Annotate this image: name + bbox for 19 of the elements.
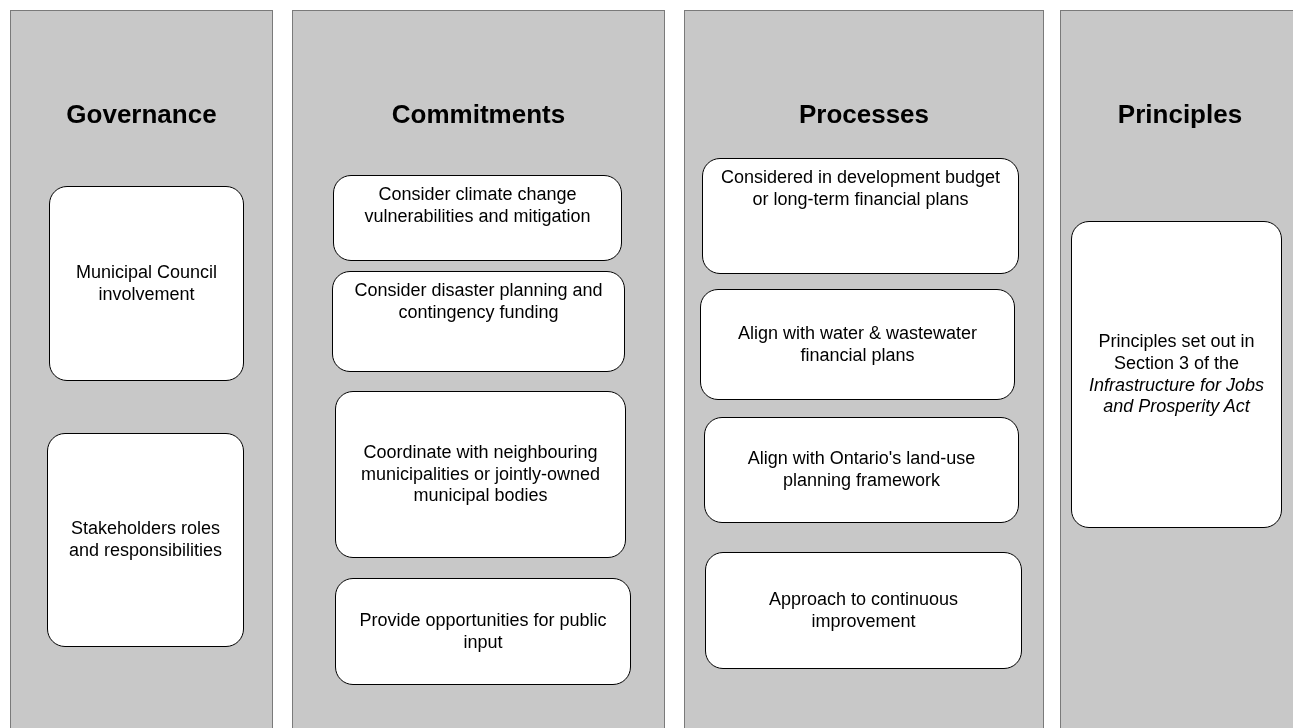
column-heading: Processes [798, 99, 930, 130]
text-box: Stakeholders roles and responsibilities [47, 433, 244, 647]
column-heading: Principles [1117, 99, 1243, 130]
text-box: Considered in development budget or long-term financial plans [702, 158, 1019, 274]
text-box: Align with Ontario's land-use planning framework [704, 417, 1019, 523]
text-box: Provide opportunities for public input [335, 578, 631, 685]
column-panel [292, 10, 665, 728]
column-panel [1060, 10, 1293, 728]
text-box: Align with water & wastewater financial plans [700, 289, 1015, 400]
text-box: Principles set out in Section 3 of the Infrastructure for Jobs and Prosperity Act [1071, 221, 1282, 528]
column-heading: Commitments [391, 99, 566, 130]
text-box: Coordinate with neighbouring municipalities or jointly-owned municipal bodies [335, 391, 626, 558]
text-box: Consider disaster planning and contingency funding [332, 271, 625, 372]
column-panel [10, 10, 273, 728]
text-box: Approach to continuous improvement [705, 552, 1022, 669]
column-heading: Governance [66, 99, 217, 130]
column-panel [684, 10, 1044, 728]
text-box: Municipal Council involvement [49, 186, 244, 381]
text-box: Consider climate change vulnerabilities and mitigation [333, 175, 622, 261]
